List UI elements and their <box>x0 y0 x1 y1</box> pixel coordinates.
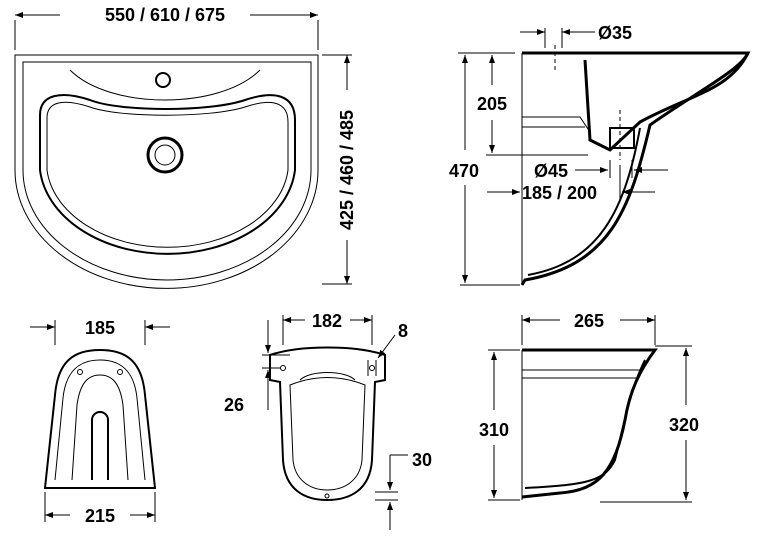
tap-hole-label: Ø35 <box>598 23 632 43</box>
pedestal-side-profile <box>521 348 658 499</box>
pedestal-front-view: 185 215 <box>30 318 170 526</box>
total-height-label: 470 <box>449 161 479 181</box>
bottom-offset-label: 30 <box>412 450 432 470</box>
front-height-label: 320 <box>669 415 699 435</box>
basin-outline <box>14 54 319 289</box>
pedestal-back-outline <box>269 346 386 502</box>
basin-side-view: Ø35 205 470 Ø45 185 / 200 <box>449 23 751 286</box>
fixing-width-label: 182 <box>312 311 342 331</box>
width-label: 550 / 610 / 675 <box>105 5 225 25</box>
basin-inner-rim <box>22 61 312 281</box>
pedestal-side-view: 265 310 320 <box>479 311 699 503</box>
drain-outlet <box>609 127 635 149</box>
pedestal-front-outline <box>43 348 157 489</box>
basin-front-curve <box>520 52 750 286</box>
bowl-outline <box>39 94 296 255</box>
pedestal-back-view: 182 8 26 30 <box>224 311 432 530</box>
overflow-height-label: 205 <box>477 94 507 114</box>
tap-deck <box>69 69 261 101</box>
basin-top-view: 550 / 610 / 675 425 / 460 / 485 <box>14 5 357 289</box>
drain-diameter-label: Ø45 <box>534 161 568 181</box>
pedestal-bottom-width-label: 215 <box>85 506 115 526</box>
fixing-hole-label: 8 <box>398 321 408 341</box>
drain-offset-label: 185 / 200 <box>522 183 597 203</box>
fixing-height-label: 26 <box>224 395 244 415</box>
pedestal-depth-label: 265 <box>574 311 604 331</box>
depth-label: 425 / 460 / 485 <box>337 110 357 230</box>
tap-hole <box>155 72 171 88</box>
drain-hole-outer <box>146 136 184 174</box>
back-height-label: 310 <box>479 420 509 440</box>
drain-hole-inner <box>154 144 176 166</box>
pedestal-slot <box>91 411 109 480</box>
bowl-inner <box>46 101 289 248</box>
pedestal-top-width-label: 185 <box>85 318 115 338</box>
